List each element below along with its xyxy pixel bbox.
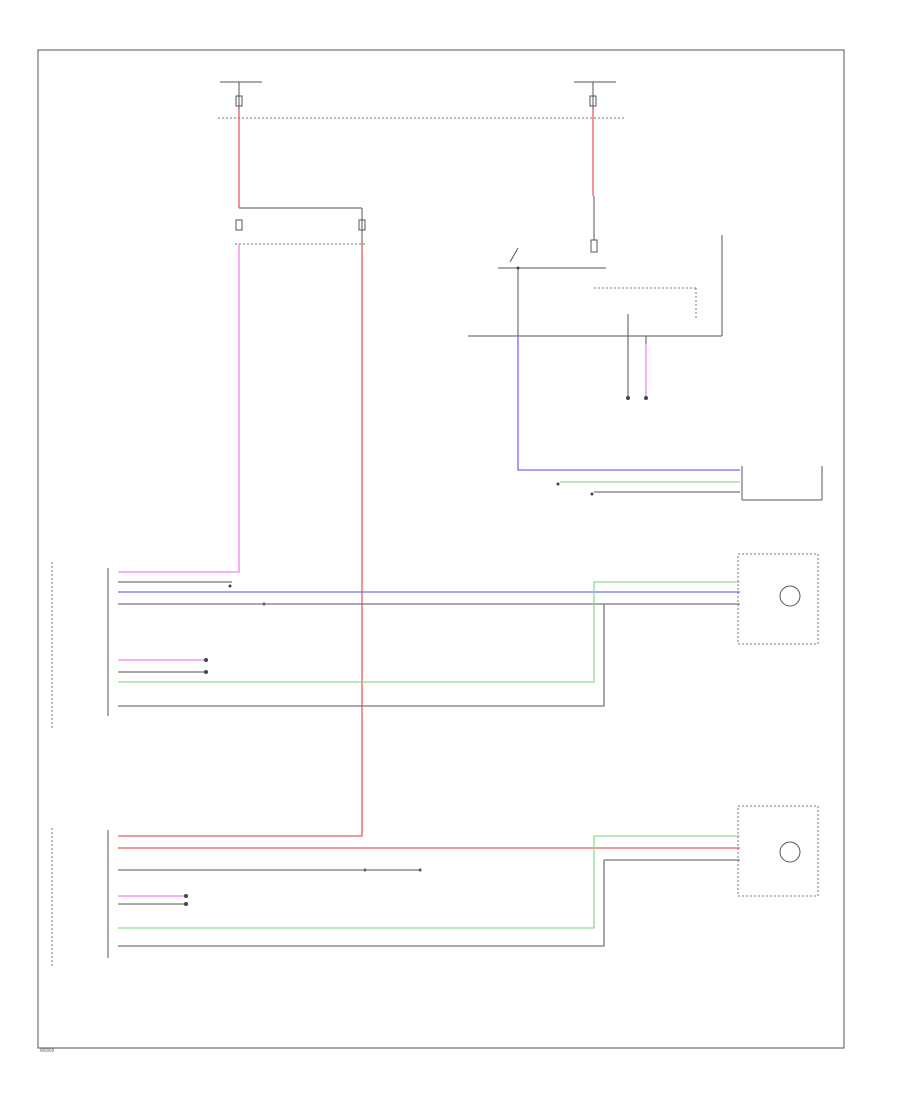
left-window-motor: [737, 553, 819, 645]
driver-window-switch-connector: [556, 466, 823, 501]
footer-code: W0000: [40, 1048, 55, 1053]
wire-green-pass-motor: [118, 835, 740, 929]
diagram-frame: [37, 49, 845, 1049]
wire-layer: [118, 110, 740, 947]
passenger-fuse-junction: [235, 207, 366, 245]
fuse-box-right: [574, 81, 616, 110]
wire-grey-pass-ground: [118, 860, 605, 947]
wire-green-driver-motor: [118, 581, 740, 683]
passenger-door-module: [51, 828, 109, 968]
wire-grey-driver-ground: [118, 604, 605, 707]
fuse-box-left: [220, 81, 262, 110]
splice-dots: [184, 584, 422, 906]
wire-blue-switch: [517, 336, 740, 471]
wire-pink-driver-feed: [118, 244, 240, 573]
central-junction-box: [468, 196, 723, 400]
right-window-motor: [737, 805, 819, 897]
wire-red-passenger-feed: [118, 244, 363, 837]
driver-door-module: [51, 562, 109, 728]
